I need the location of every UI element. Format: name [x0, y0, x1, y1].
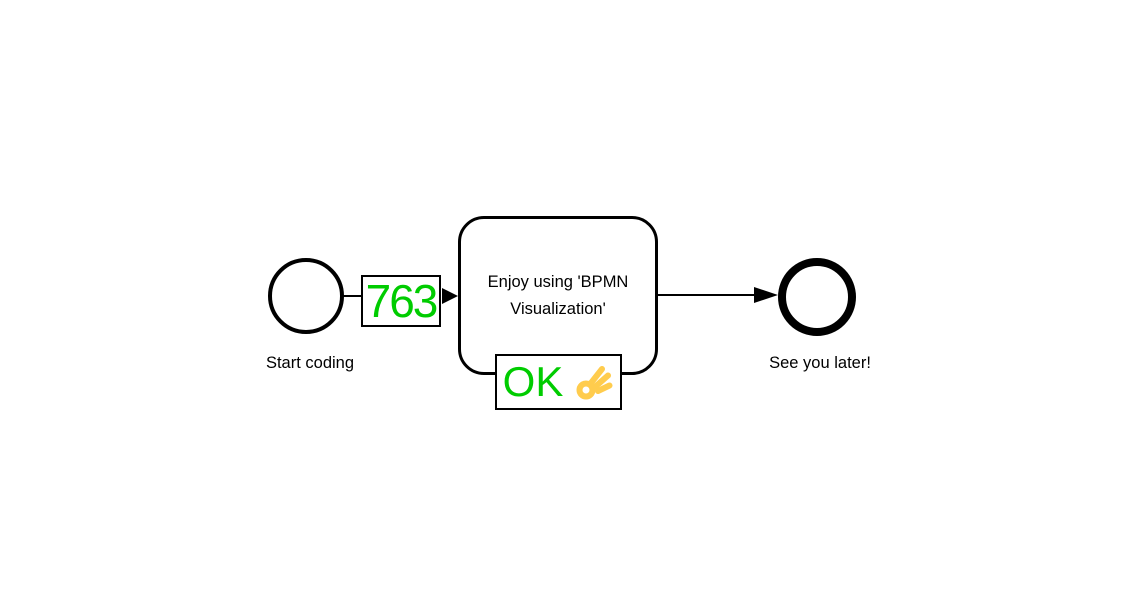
task-overlay-badge[interactable]: OK: [495, 354, 622, 410]
end-event[interactable]: [778, 258, 856, 336]
task-label: Enjoy using 'BPMN Visualization': [487, 272, 629, 318]
start-event-label: Start coding: [265, 354, 355, 372]
sequence-flow-1-line: [342, 295, 366, 297]
end-event-label: See you later!: [769, 354, 871, 372]
ok-hand-icon: [576, 366, 613, 400]
sequence-flow-1-overlay-badge[interactable]: 763: [361, 275, 441, 327]
bpmn-task[interactable]: Enjoy using 'BPMN Visualization': [458, 216, 658, 375]
sequence-flow-1-overlay-text: 763: [365, 275, 439, 327]
sequence-flow-1-arrowhead-icon: [442, 288, 458, 304]
sequence-flow-2-line: [657, 294, 757, 296]
sequence-flow-2-arrowhead-icon: [754, 287, 778, 303]
start-event[interactable]: [268, 258, 344, 334]
task-overlay-text: OK: [502, 358, 564, 405]
